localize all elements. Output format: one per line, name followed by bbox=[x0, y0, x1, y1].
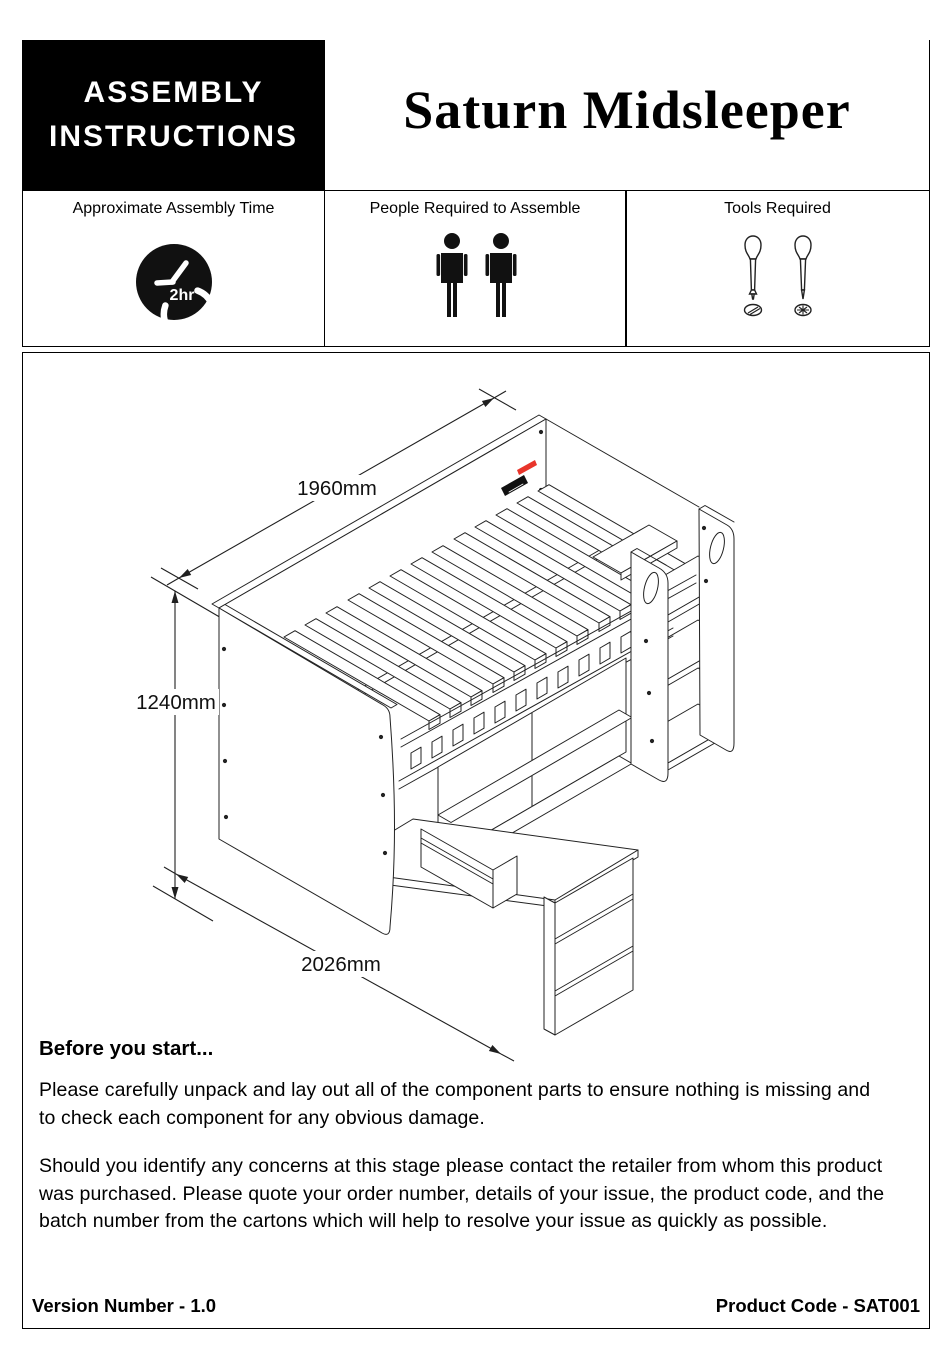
headboard-panel bbox=[218, 604, 398, 935]
handhold-cutout bbox=[643, 571, 659, 605]
assembly-diagram: 1960mm 1240mm 2026mm bbox=[133, 388, 735, 1062]
instruction-body: 1960mm 1240mm 2026mm Before you start...… bbox=[22, 352, 930, 1329]
phillips-screwdriver-icon bbox=[793, 235, 812, 317]
right-end-panel bbox=[698, 505, 735, 752]
people-required-cell: People Required to Assemble bbox=[323, 190, 627, 347]
title-cell: Saturn Midsleeper bbox=[325, 40, 930, 190]
people-required-label: People Required to Assemble bbox=[369, 200, 581, 217]
concerns-paragraph: Should you identify any concerns at this… bbox=[39, 1155, 885, 1232]
unpack-paragraph: Please carefully unpack and lay out all … bbox=[39, 1079, 871, 1129]
assembly-instructions-badge: ASSEMBLY INSTRUCTIONS bbox=[22, 40, 325, 190]
two-people-icon bbox=[419, 218, 531, 346]
dimension-depth: 2026mm bbox=[301, 953, 381, 976]
handhold-cutout bbox=[709, 531, 725, 565]
before-you-start-heading: Before you start... bbox=[39, 1037, 214, 1060]
desk-pedestal-shelf bbox=[543, 857, 634, 1036]
footer-row: Version Number - 1.0 Product Code - SAT0… bbox=[32, 1295, 920, 1317]
product-title: Saturn Midsleeper bbox=[403, 80, 851, 140]
flathead-screwdriver-icon bbox=[743, 235, 762, 317]
dimension-height: 1240mm bbox=[136, 691, 216, 714]
tools-required-cell: Tools Required bbox=[625, 190, 930, 347]
product-code: Product Code - SAT001 bbox=[715, 1295, 920, 1316]
version-number: Version Number - 1.0 bbox=[32, 1295, 217, 1316]
dimension-labels: 1960mm 1240mm 2026mm bbox=[133, 475, 387, 977]
person-icon bbox=[436, 233, 468, 317]
mid-panel bbox=[630, 548, 669, 782]
assembly-time-value: 2hr bbox=[169, 287, 194, 304]
assembly-time-label: Approximate Assembly Time bbox=[72, 200, 275, 217]
badge-line-1: ASSEMBLY bbox=[83, 76, 264, 109]
desk-drawer bbox=[420, 828, 518, 909]
clock-icon: 2hr bbox=[131, 218, 217, 346]
brand-logo bbox=[501, 460, 537, 496]
dimension-arrowheads bbox=[171, 398, 501, 1054]
pull-out-desk bbox=[329, 818, 639, 1036]
screwdrivers-icon bbox=[718, 218, 838, 346]
person-icon bbox=[485, 233, 517, 317]
badge-line-2: INSTRUCTIONS bbox=[49, 120, 298, 153]
tools-required-label: Tools Required bbox=[724, 200, 831, 217]
dimension-length: 1960mm bbox=[297, 477, 377, 500]
back-panel bbox=[211, 414, 700, 690]
assembly-time-cell: Approximate Assembly Time 2hr bbox=[22, 190, 325, 347]
